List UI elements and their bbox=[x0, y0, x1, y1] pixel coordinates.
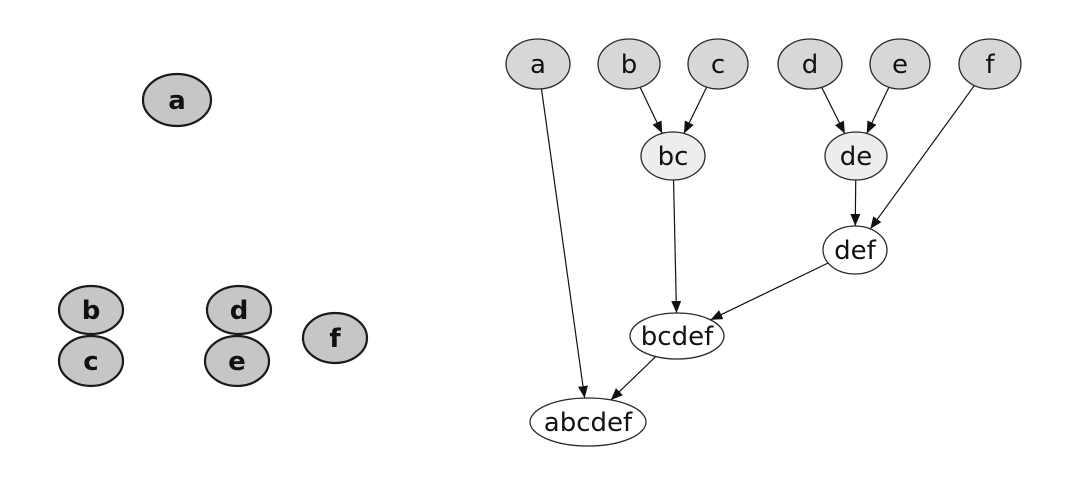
node-label: b bbox=[621, 50, 638, 80]
node-ellipse bbox=[141, 72, 213, 128]
node-ellipse bbox=[301, 311, 369, 365]
node-right-re: e bbox=[869, 38, 931, 90]
node-ellipse bbox=[529, 397, 647, 447]
node-right-rd: d bbox=[777, 38, 843, 90]
node-label: a bbox=[530, 50, 546, 80]
node-label: c bbox=[711, 50, 725, 80]
node-left-a: a bbox=[141, 72, 213, 128]
node-label: bc bbox=[658, 142, 689, 172]
node-ellipse bbox=[822, 225, 888, 275]
node-ellipse bbox=[777, 38, 843, 90]
node-left-e: e bbox=[203, 334, 271, 388]
node-ellipse bbox=[629, 312, 725, 360]
edge-bcdef-abcdef bbox=[610, 356, 657, 401]
node-label: b bbox=[82, 296, 101, 326]
node-ellipse bbox=[958, 38, 1022, 90]
node-label: e bbox=[228, 347, 246, 377]
node-ellipse bbox=[57, 284, 125, 336]
node-label: e bbox=[892, 50, 908, 80]
node-ellipse bbox=[505, 38, 571, 90]
edge-ra-abcdef bbox=[540, 88, 588, 399]
node-label: c bbox=[83, 347, 98, 377]
edge-rc-bc bbox=[683, 86, 708, 134]
edge-rb-bc bbox=[639, 87, 663, 134]
edge-re-de bbox=[866, 86, 890, 134]
node-left-d: d bbox=[205, 284, 273, 336]
node-right-abcdef: abcdef bbox=[529, 397, 647, 447]
node-right-ra: a bbox=[505, 38, 571, 90]
node-left-f: f bbox=[301, 311, 369, 365]
node-ellipse bbox=[687, 38, 749, 90]
edge-def-bcdef bbox=[710, 262, 829, 321]
node-left-b: b bbox=[57, 284, 125, 336]
edge-bc-bcdef bbox=[671, 179, 682, 314]
node-ellipse bbox=[824, 131, 888, 181]
node-label: abcdef bbox=[544, 408, 633, 438]
edge-rf-def bbox=[869, 85, 975, 230]
node-label: a bbox=[168, 86, 186, 116]
edge-rd-de bbox=[821, 87, 846, 134]
node-label: d bbox=[230, 296, 249, 326]
node-right-bc: bc bbox=[640, 131, 706, 181]
node-right-bcdef: bcdef bbox=[629, 312, 725, 360]
node-label: bcdef bbox=[641, 322, 714, 352]
node-ellipse bbox=[640, 131, 706, 181]
node-ellipse bbox=[203, 334, 271, 388]
node-right-rb: b bbox=[597, 38, 661, 90]
node-label: f bbox=[985, 50, 995, 80]
node-label: def bbox=[834, 236, 877, 266]
node-right-de: de bbox=[824, 131, 888, 181]
node-label: d bbox=[802, 50, 819, 80]
node-right-def: def bbox=[822, 225, 888, 275]
node-label: de bbox=[840, 142, 873, 172]
node-ellipse bbox=[869, 38, 931, 90]
node-right-rf: f bbox=[958, 38, 1022, 90]
node-left-c: c bbox=[57, 334, 125, 388]
node-ellipse bbox=[57, 334, 125, 388]
node-right-rc: c bbox=[687, 38, 749, 90]
node-ellipse bbox=[205, 284, 273, 336]
node-label: f bbox=[329, 324, 341, 354]
node-ellipse bbox=[597, 38, 661, 90]
